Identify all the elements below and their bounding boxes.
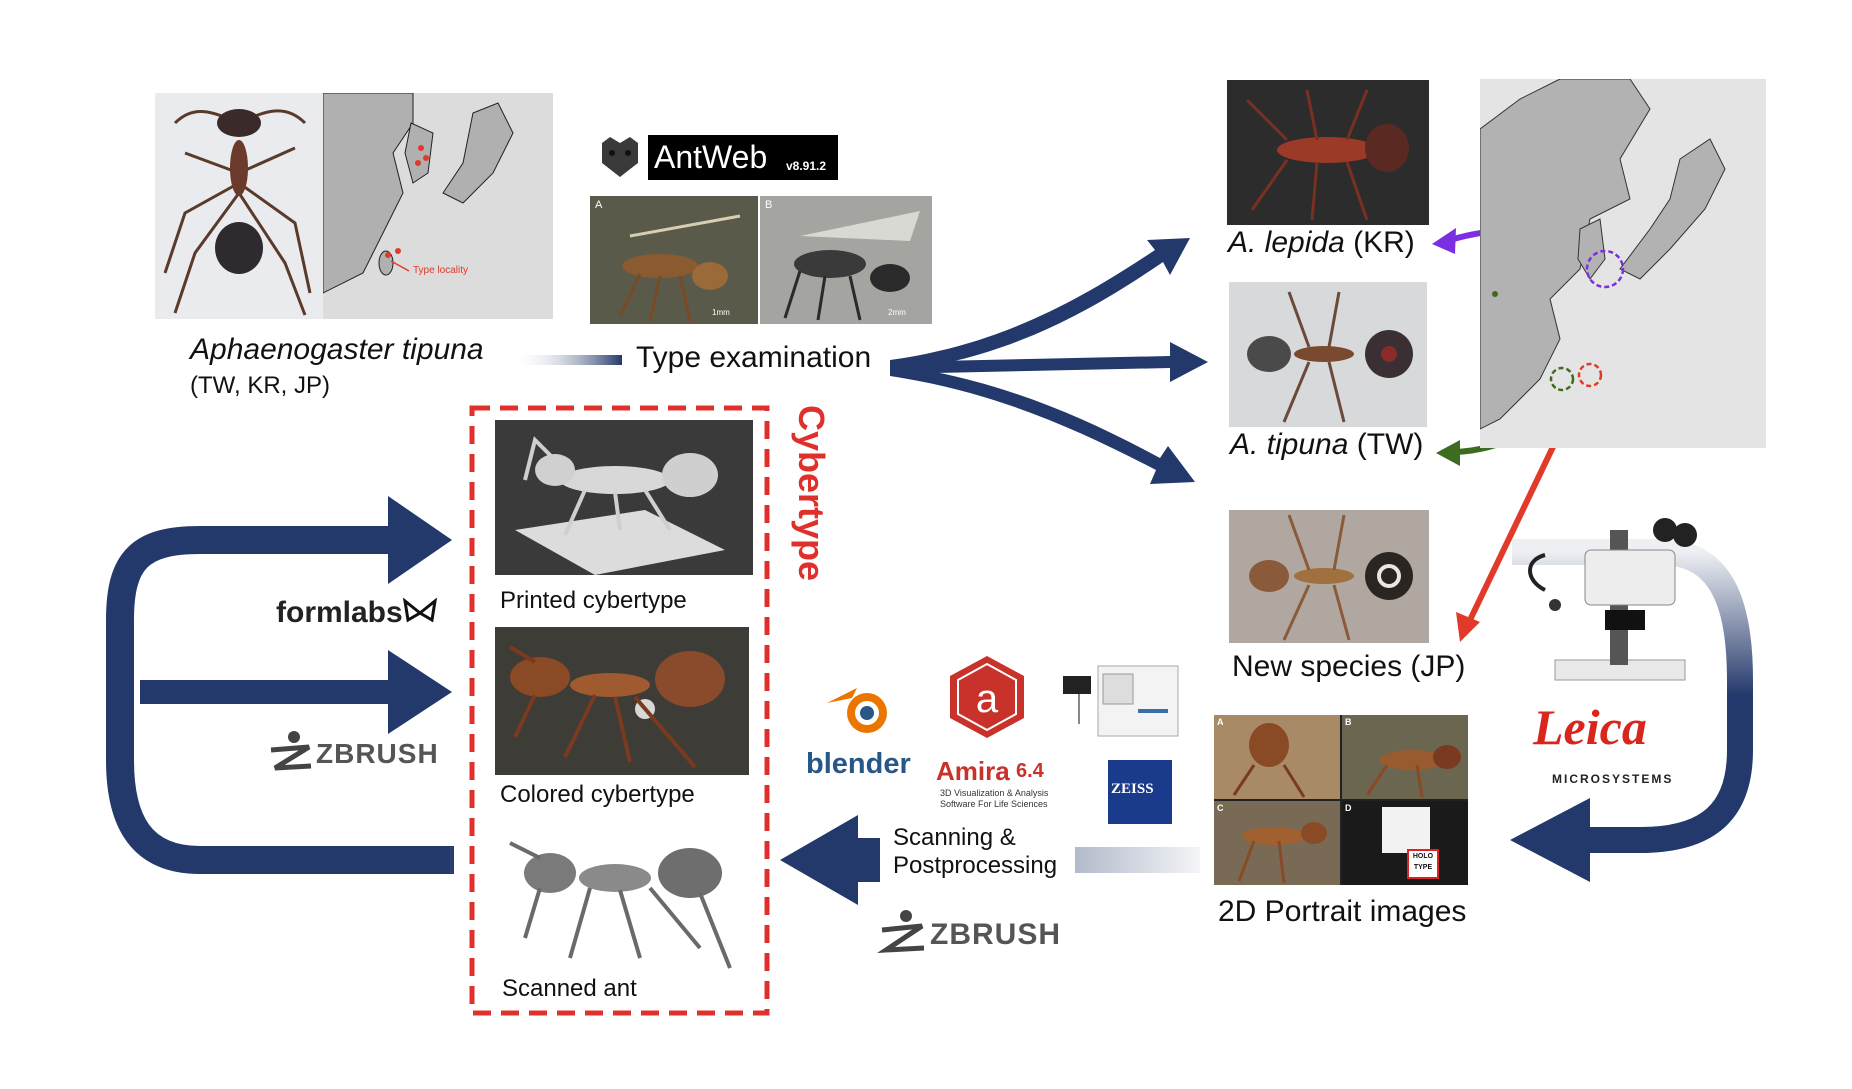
zeiss-logo-text: ZEISS (1111, 781, 1154, 797)
scanned-ant-label: Scanned ant (502, 975, 637, 1002)
printed-cybertype-label: Printed cybertype (500, 587, 687, 614)
type-locality-map: Type locality (323, 93, 553, 319)
antweb-brand: AntWeb (654, 139, 768, 175)
type-specimen-photo (155, 93, 323, 319)
colored-cybertype-photo (495, 627, 749, 775)
formlabs-logo: formlabs (276, 596, 403, 629)
antweb-photo-a: A 1mm (590, 196, 758, 324)
antweb-photo-b: B 2mm (760, 196, 932, 324)
portrait-grid: A B C D HOLO TYPE (1214, 715, 1468, 885)
leica-microscope-photo (1515, 510, 1705, 685)
east-asia-map (1480, 79, 1766, 448)
blender-logo: blender (806, 748, 911, 780)
tipuna-label: A. tipuna (TW) (1230, 428, 1423, 462)
new-species-pointer-head (1456, 612, 1480, 642)
scanned-ant-render (500, 828, 750, 973)
holotype-label-text: HOLO TYPE (1412, 853, 1434, 871)
new-species-photo (1229, 510, 1429, 643)
lepida-species-name: A. lepida (1228, 226, 1345, 259)
specimen-label-card (1382, 807, 1430, 853)
lepida-photo (1227, 80, 1429, 225)
zbrush-bottom-logo: ZBRUSH (930, 918, 1061, 951)
antweb-ant-head-icon (598, 135, 642, 179)
lepida-region: (KR) (1353, 226, 1415, 259)
cybertype-frame (469, 405, 770, 1016)
scan-to-cybertype-arrow (780, 815, 880, 905)
tipuna-photo (1229, 282, 1427, 427)
scanning-label-line2: Postprocessing (893, 852, 1058, 879)
portrait-panel-a: A (1214, 715, 1340, 799)
colored-cybertype-label: Colored cybertype (500, 781, 695, 808)
zbrush-bottom-icon (876, 908, 930, 956)
amira-icon: a (948, 654, 1026, 740)
new-species-label: New species (JP) (1232, 650, 1466, 683)
source-species-name: Aphaenogaster tipuna (190, 333, 484, 366)
type-locality-annotation: Type locality (413, 265, 469, 276)
tipuna-pointer-head (1436, 440, 1460, 466)
source-species-regions: (TW, KR, JP) (190, 372, 330, 399)
zeiss-ct-scanner-photo (1058, 654, 1188, 742)
portrait-panel-c: C (1214, 801, 1340, 885)
amira-version: 6.4 (1016, 760, 1044, 782)
leica-loop-arrow (1512, 539, 1753, 853)
left-loop-fade (379, 846, 454, 874)
zbrush-left-icon (266, 730, 316, 774)
portrait-images-label: 2D Portrait images (1218, 895, 1467, 928)
left-loop-arrow (106, 526, 450, 874)
type-examination-label: Type examination (636, 341, 872, 374)
tipuna-region: (TW) (1356, 428, 1424, 461)
species-to-exam-bar (512, 355, 622, 365)
printed-cybertype-photo (495, 420, 753, 575)
antweb-version: v8.91.2 (786, 159, 827, 173)
amira-tagline-1: 3D Visualization & Analysis (940, 788, 1049, 798)
blender-icon (822, 683, 902, 738)
amira-icon-glyph: a (976, 677, 999, 721)
leica-logo: Leica (1533, 699, 1647, 755)
cybertype-title: Cybertype (791, 405, 832, 582)
left-loop-head-middle (388, 650, 452, 734)
amira-tagline-2: Software For Life Sciences (940, 799, 1048, 809)
antweb-logo: AntWeb v8.91.2 (648, 135, 838, 180)
portrait-panel-b: B (1342, 715, 1468, 799)
leica-microsystems-text: MICROSYSTEMS (1552, 772, 1674, 786)
zeiss-logo: ZEISS (1108, 760, 1172, 824)
holotype-label: HOLO TYPE (1407, 849, 1439, 879)
lepida-label: A. lepida (KR) (1228, 226, 1415, 260)
tipuna-species-name: A. tipuna (1230, 428, 1349, 461)
scanning-label-line1: Scanning & (893, 824, 1016, 851)
left-loop-head-top (388, 496, 452, 584)
amira-logo: Amira (936, 756, 1010, 786)
fan-arrows (890, 238, 1208, 484)
portrait-panel-d: D HOLO TYPE (1342, 801, 1468, 885)
formlabs-butterfly-icon (402, 597, 438, 628)
lepida-pointer-head (1432, 228, 1456, 254)
leica-loop-head (1510, 798, 1590, 882)
left-middle-bar (140, 680, 390, 704)
zbrush-left-logo: ZBRUSH (316, 738, 439, 769)
portrait-to-scan-bar (1075, 847, 1200, 873)
